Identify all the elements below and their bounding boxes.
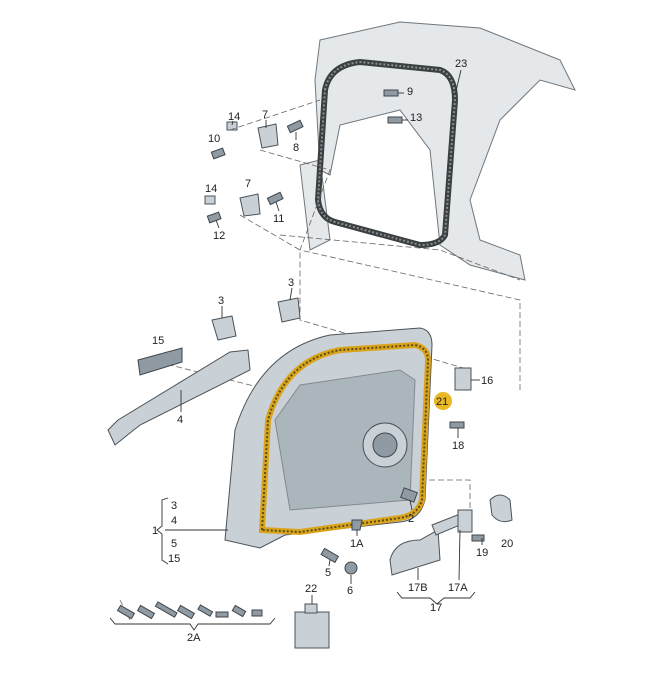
callout-8: 8 [293,142,299,154]
callout-labels: 23 9 13 14 7 10 8 14 7 11 12 3 3 15 4 16… [152,58,513,644]
group-item-15: 15 [168,553,180,565]
callout-9: 9 [407,86,413,98]
window-frame-trim [107,347,251,446]
callout-3: 3 [288,277,294,289]
callout-17A: 17A [448,582,468,594]
screw-set-2A [109,601,276,631]
door-seal-21 [258,341,432,536]
hinge-upper [204,89,403,224]
callout-7: 7 [245,178,251,190]
callout-4: 4 [177,414,183,426]
callout-23: 23 [455,58,467,70]
door-hinges [211,297,472,429]
small-parts [294,487,513,649]
body-side-panel [279,21,576,281]
callout-15: 15 [152,335,164,347]
callout-17: 17 [430,602,442,614]
callout-7: 7 [262,109,268,121]
door-shell [224,327,433,549]
group-item-4: 4 [171,515,177,527]
callout-21: 21 [436,396,448,408]
callout-22: 22 [305,583,317,595]
callout-1: 1 [152,525,158,537]
callout-6: 6 [347,585,353,597]
callout-13: 13 [410,112,422,124]
callout-12: 12 [213,230,225,242]
highlight-marker [434,392,452,410]
callout-11: 11 [273,213,284,225]
leader-lines [156,69,483,605]
callout-14: 14 [228,111,240,123]
callout-1A: 1A [350,538,364,550]
group-item-5: 5 [171,538,177,550]
callout-16: 16 [481,375,493,387]
callout-20: 20 [501,538,513,550]
callout-18: 18 [452,440,464,452]
group-item-3: 3 [171,500,177,512]
callout-3: 3 [218,295,224,307]
callout-2: 2 [408,513,414,525]
callout-2A: 2A [187,632,201,644]
callout-5: 5 [325,567,331,579]
callout-10: 10 [208,133,220,145]
callout-17B: 17B [408,582,428,594]
door-seal-23 [314,58,459,249]
callout-19: 19 [476,547,488,559]
callout-14: 14 [205,183,217,195]
